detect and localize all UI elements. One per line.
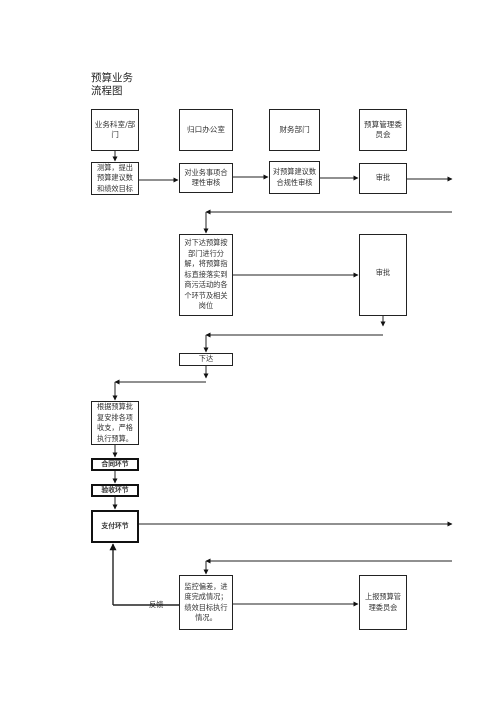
- step-calculate-proposal: 测算，提出预算建议数和绩效目标: [91, 162, 139, 195]
- step-decompose-budget: 对下达预算按部门进行分解，将预算指标直接落实到商污活动的各个环节及相关岗位: [179, 234, 233, 316]
- step-issue: 下达: [179, 353, 233, 366]
- diagram-title: 预算业务 流程图: [91, 72, 133, 97]
- step-execute-budget: 根据预算批复安排各项收支，严格执行预算。: [91, 401, 139, 445]
- header-committee: 预算管理委员会: [359, 109, 407, 151]
- step-report-committee: 上报预算管理委员会: [359, 575, 407, 630]
- step-monitor-deviation: 监控偏差，进度完成情况；绩效目标执行情况。: [179, 575, 233, 630]
- step-payment: 支付环节: [91, 510, 139, 543]
- step-acceptance: 验收环节: [91, 484, 139, 497]
- step-contract: 合同环节: [91, 458, 139, 471]
- step-committee-approve-2: 审批: [359, 234, 407, 316]
- header-office: 归口办公室: [179, 109, 233, 151]
- header-dept: 业务科室/部门: [91, 109, 139, 151]
- step-finance-review: 对预算建议数合规性审核: [269, 161, 320, 194]
- step-office-review: 对业务事项合理性审核: [179, 163, 233, 193]
- step-committee-approve-1: 审批: [359, 163, 407, 194]
- header-finance: 财务部门: [269, 109, 320, 151]
